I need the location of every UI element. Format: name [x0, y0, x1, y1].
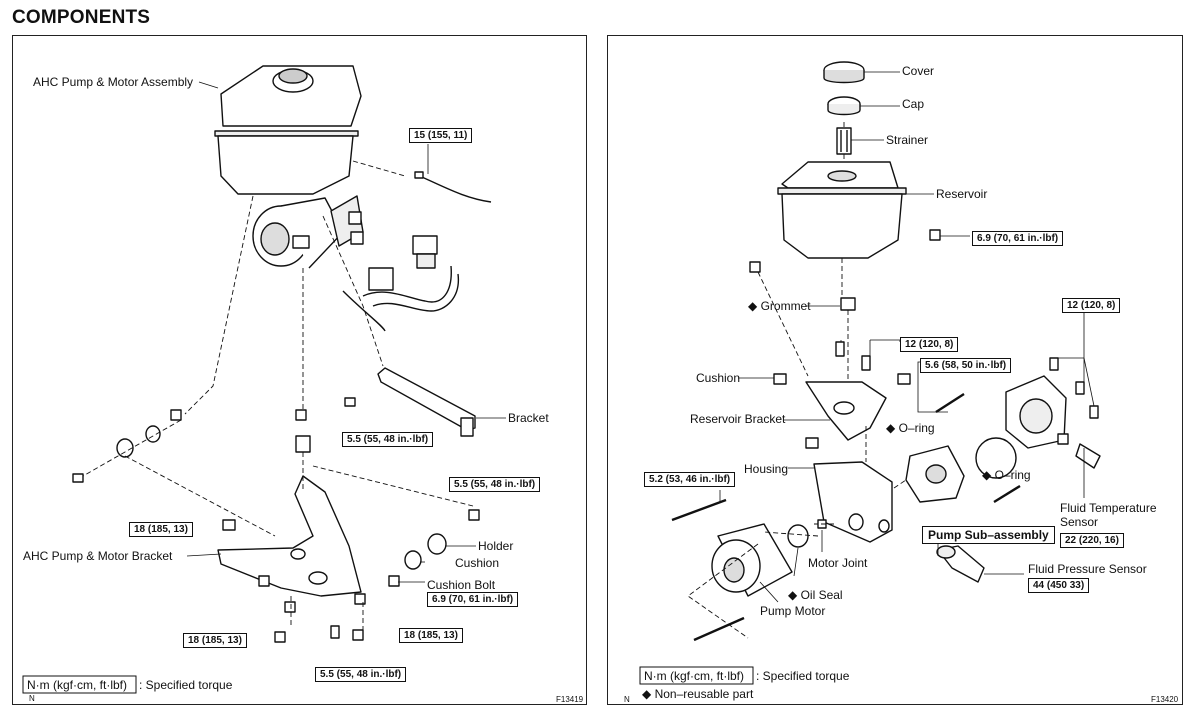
- label-cushion: Cushion: [455, 556, 500, 570]
- label-o-ring-2: ◆ O–ring: [982, 468, 1031, 482]
- cap-drawing: [827, 96, 861, 116]
- legend-torque-unit: N·m (kgf·cm, ft·lbf): [27, 678, 127, 692]
- pump-reservoir-drawing: [214, 65, 362, 195]
- label-bracket: Bracket: [508, 411, 549, 425]
- pump-sub-assembly-drawing: [905, 445, 965, 503]
- torque-bracket-bolts: 12 (120, 8): [900, 337, 959, 352]
- pump-cover-drawing: [1005, 375, 1069, 449]
- figure-ref: F13419: [556, 695, 584, 704]
- legend-torque-text: : Specified torque: [139, 678, 233, 692]
- n-mark: N: [29, 694, 35, 703]
- label-reservoir: Reservoir: [936, 187, 988, 201]
- torque-bracket-left-bolt: 18 (185, 13): [129, 522, 193, 537]
- torque-bracket-bolt: 5.5 (55, 48 in.·lbf): [342, 432, 434, 447]
- n-mark: N: [624, 695, 630, 704]
- label-ahc-pump-motor-assembly: AHC Pump & Motor Assembly: [33, 75, 194, 89]
- housing-drawing: [813, 461, 893, 543]
- o-ring-drawing: [975, 437, 1017, 479]
- label-pump-motor: Pump Motor: [760, 604, 826, 618]
- pump-motor-bracket-drawing: [217, 475, 366, 613]
- label-grommet: ◆ Grommet: [748, 299, 811, 313]
- label-pump-sub-assembly: Pump Sub–assembly: [922, 526, 1055, 544]
- torque-reservoir-bolt: 6.9 (70, 61 in.·lbf): [972, 231, 1064, 246]
- reservoir-drawing: [749, 161, 941, 273]
- wire-harness-drawing: [342, 235, 459, 332]
- oil-seal-drawing: [787, 524, 809, 548]
- left-exploded-view-drawing: [22, 65, 506, 694]
- label-housing: Housing: [744, 462, 789, 476]
- page-title: COMPONENTS: [12, 7, 151, 28]
- torque-holder-nut: 5.5 (55, 48 in.·lbf): [449, 477, 541, 492]
- label-o-ring-1: ◆ O–ring: [886, 421, 935, 435]
- torque-pump-sub-assembly: 22 (220, 16): [1060, 533, 1124, 548]
- reservoir-bracket-drawing: [805, 381, 887, 441]
- pump-motor-drawing: [711, 523, 793, 597]
- fluid-pressure-sensor-drawing: [936, 545, 985, 583]
- bracket-drawing: [377, 367, 476, 437]
- label-oil-seal: ◆ Oil Seal: [788, 588, 843, 602]
- torque-oring-bolt: 5.6 (58, 50 in.·lbf): [920, 358, 1012, 373]
- label-cushion-bolt: Cushion Bolt: [427, 578, 496, 592]
- label-fluid-pressure-sensor: Fluid Pressure Sensor: [1028, 562, 1147, 576]
- label-cap: Cap: [902, 97, 925, 111]
- torque-line-fitting: 15 (155, 11): [409, 128, 473, 143]
- label-cushion: Cushion: [696, 371, 741, 385]
- torque-cushion-bolt: 6.9 (70, 61 in.·lbf): [427, 592, 519, 607]
- right-exploded-view-drawing: [639, 61, 1101, 685]
- legend-non-reusable: ◆ Non–reusable part: [642, 687, 754, 701]
- fluid-temperature-sensor-drawing: [1075, 443, 1101, 469]
- label-reservoir-bracket: Reservoir Bracket: [690, 412, 786, 426]
- pump-motor-drawing: [252, 195, 364, 269]
- label-fluid-temperature-sensor: Fluid Temperature Sensor: [1060, 501, 1157, 529]
- label-holder: Holder: [478, 539, 514, 553]
- left-diagram-panel: AHC Pump & Motor Assembly 15 (155, 11) B…: [12, 35, 587, 705]
- figure-ref: F13420: [1151, 695, 1179, 704]
- strainer-drawing: [836, 127, 852, 155]
- right-diagram-panel: Cover Cap Strainer Reservoir 6.9 (70, 61…: [607, 35, 1183, 705]
- torque-housing-bolt: 5.2 (53, 46 in.·lbf): [644, 472, 736, 487]
- torque-top-right-bolts: 12 (120, 8): [1062, 298, 1121, 313]
- label-motor-joint: Motor Joint: [808, 556, 868, 570]
- legend-torque-unit: N·m (kgf·cm, ft·lbf): [644, 669, 744, 683]
- label-strainer: Strainer: [886, 133, 929, 147]
- torque-bottom-left-nut: 18 (185, 13): [183, 633, 247, 648]
- legend-torque-text: : Specified torque: [756, 669, 850, 683]
- torque-bottom-center-bolt: 5.5 (55, 48 in.·lbf): [315, 667, 407, 682]
- label-cover: Cover: [902, 64, 935, 78]
- torque-bottom-right-nut: 18 (185, 13): [399, 628, 463, 643]
- cover-drawing: [823, 61, 865, 84]
- torque-fluid-pressure-sensor: 44 (450 33): [1028, 578, 1090, 593]
- label-ahc-pump-motor-bracket: AHC Pump & Motor Bracket: [23, 549, 173, 563]
